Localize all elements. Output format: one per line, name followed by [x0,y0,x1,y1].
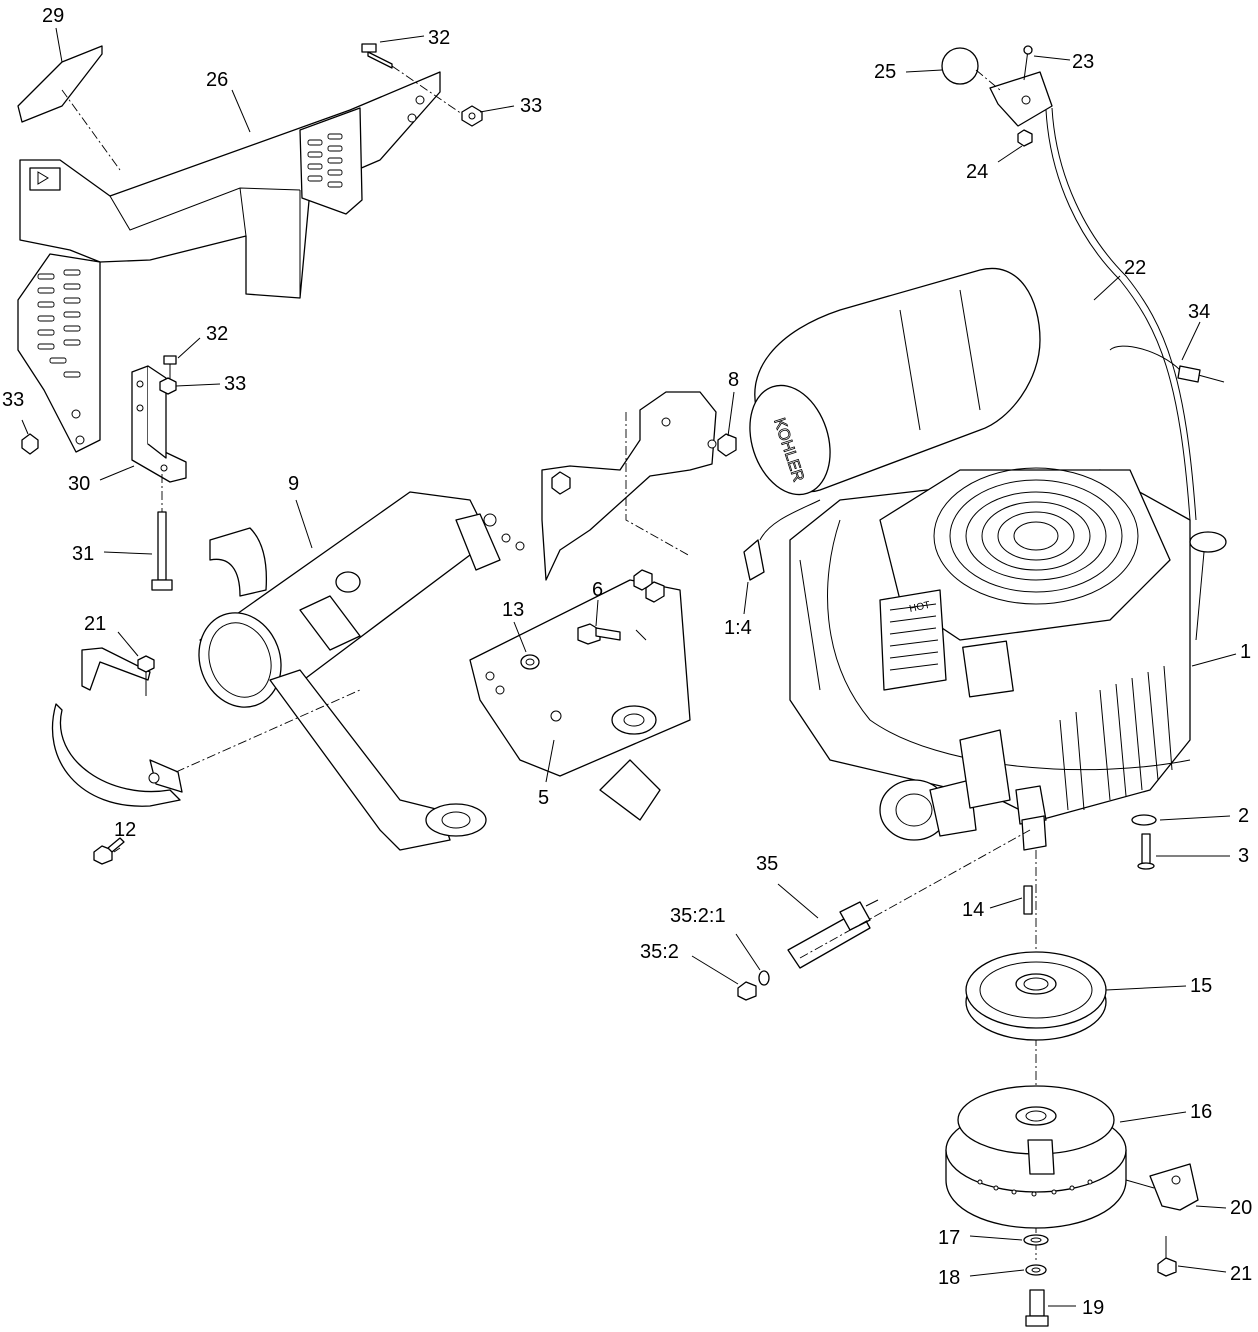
callout-26: 26 [206,69,228,91]
callout-22: 22 [1124,257,1146,279]
bolt-part-32-top [361,43,393,69]
spacer-part-17 [1023,1234,1049,1246]
nut-part-8 [717,433,737,457]
callout-9: 9 [288,473,299,495]
clutch-vent-dots [977,1179,1093,1197]
callout-13: 13 [502,599,524,621]
engine-part-1: KOHLER HOT [743,267,1227,851]
throttle-cable-part-22 [1045,107,1197,521]
callout-2: 2 [1238,805,1249,827]
callout-15: 15 [1190,975,1212,997]
clamp-part-21-12 [51,647,183,807]
callout-1: 1 [1240,641,1251,663]
clutch-part-16 [945,1085,1127,1229]
decal-part-29 [17,45,103,123]
callout-5: 5 [538,787,549,809]
washer-part-2 [1131,814,1157,826]
flywheel-screen [933,467,1139,605]
callout-6: 6 [592,579,603,601]
cable-tie-part-34 [1109,345,1225,383]
nut-part-24 [1017,129,1033,147]
pulley-part-15 [965,951,1107,1041]
right-vent-slots [307,133,343,188]
callout-3: 3 [1238,845,1249,867]
key-part-14 [1023,885,1033,915]
heat-shield-part-26 [17,71,441,453]
callout-1-4: 1:4 [724,617,752,639]
callout-18: 18 [938,1267,960,1289]
muffler-part-9 [198,491,525,851]
callout-24: 24 [966,161,988,183]
bolt-part-6 [577,623,621,645]
fitting-part-35-2-1 [758,970,770,986]
callout-30: 30 [68,473,90,495]
left-vent-slots [37,269,81,378]
nut-part-33-mid [159,377,177,395]
callout-32: 32 [428,27,450,49]
hot-label-text: HOT [908,600,931,615]
callout-33: 33 [2,389,24,411]
callout-34: 34 [1188,301,1210,323]
callout-labels: 29 26 32 33 32 33 33 30 31 9 8 21 12 13 … [2,5,1252,1319]
nut-part-33-top [461,105,483,127]
bolt-part-21-lower [1157,1236,1177,1277]
bolt-part-3 [1137,833,1155,870]
plug-part-35-2 [737,981,757,1001]
callout-16: 16 [1190,1101,1212,1123]
callout-33: 33 [224,373,246,395]
callout-35-2-1: 35:2:1 [670,905,726,927]
drain-hose-part-35 [787,899,879,969]
cooling-fins [1059,665,1173,811]
callout-8: 8 [728,369,739,391]
muffler-bracket-part-5 [469,569,691,821]
cable-bracket-part-23 [989,45,1053,127]
callout-31: 31 [72,543,94,565]
bolt-part-31 [151,511,173,591]
throttle-knob-part-25 [941,47,979,85]
callout-33: 33 [520,95,542,117]
callout-17: 17 [938,1227,960,1249]
engine-plate [541,391,717,581]
washer-part-18 [1025,1264,1047,1276]
callout-20: 20 [1230,1197,1252,1219]
nut-part-13 [520,654,540,670]
callout-25: 25 [874,61,896,83]
leader-lines [21,27,1237,1307]
bolt-part-12 [93,837,125,865]
nut-part-33-left [21,433,39,455]
callout-32: 32 [206,323,228,345]
callout-21: 21 [1230,1263,1252,1285]
callout-12: 12 [114,819,136,841]
callout-29: 29 [42,5,64,27]
callout-14: 14 [962,899,984,921]
callout-23: 23 [1072,51,1094,73]
bolt-part-19 [1025,1289,1049,1327]
callout-35-2: 35:2 [640,941,679,963]
bracket-part-30 [131,365,187,483]
callout-19: 19 [1082,1297,1104,1319]
callout-35: 35 [756,853,778,875]
bracket-part-20 [1125,1163,1199,1211]
callout-21: 21 [84,613,106,635]
